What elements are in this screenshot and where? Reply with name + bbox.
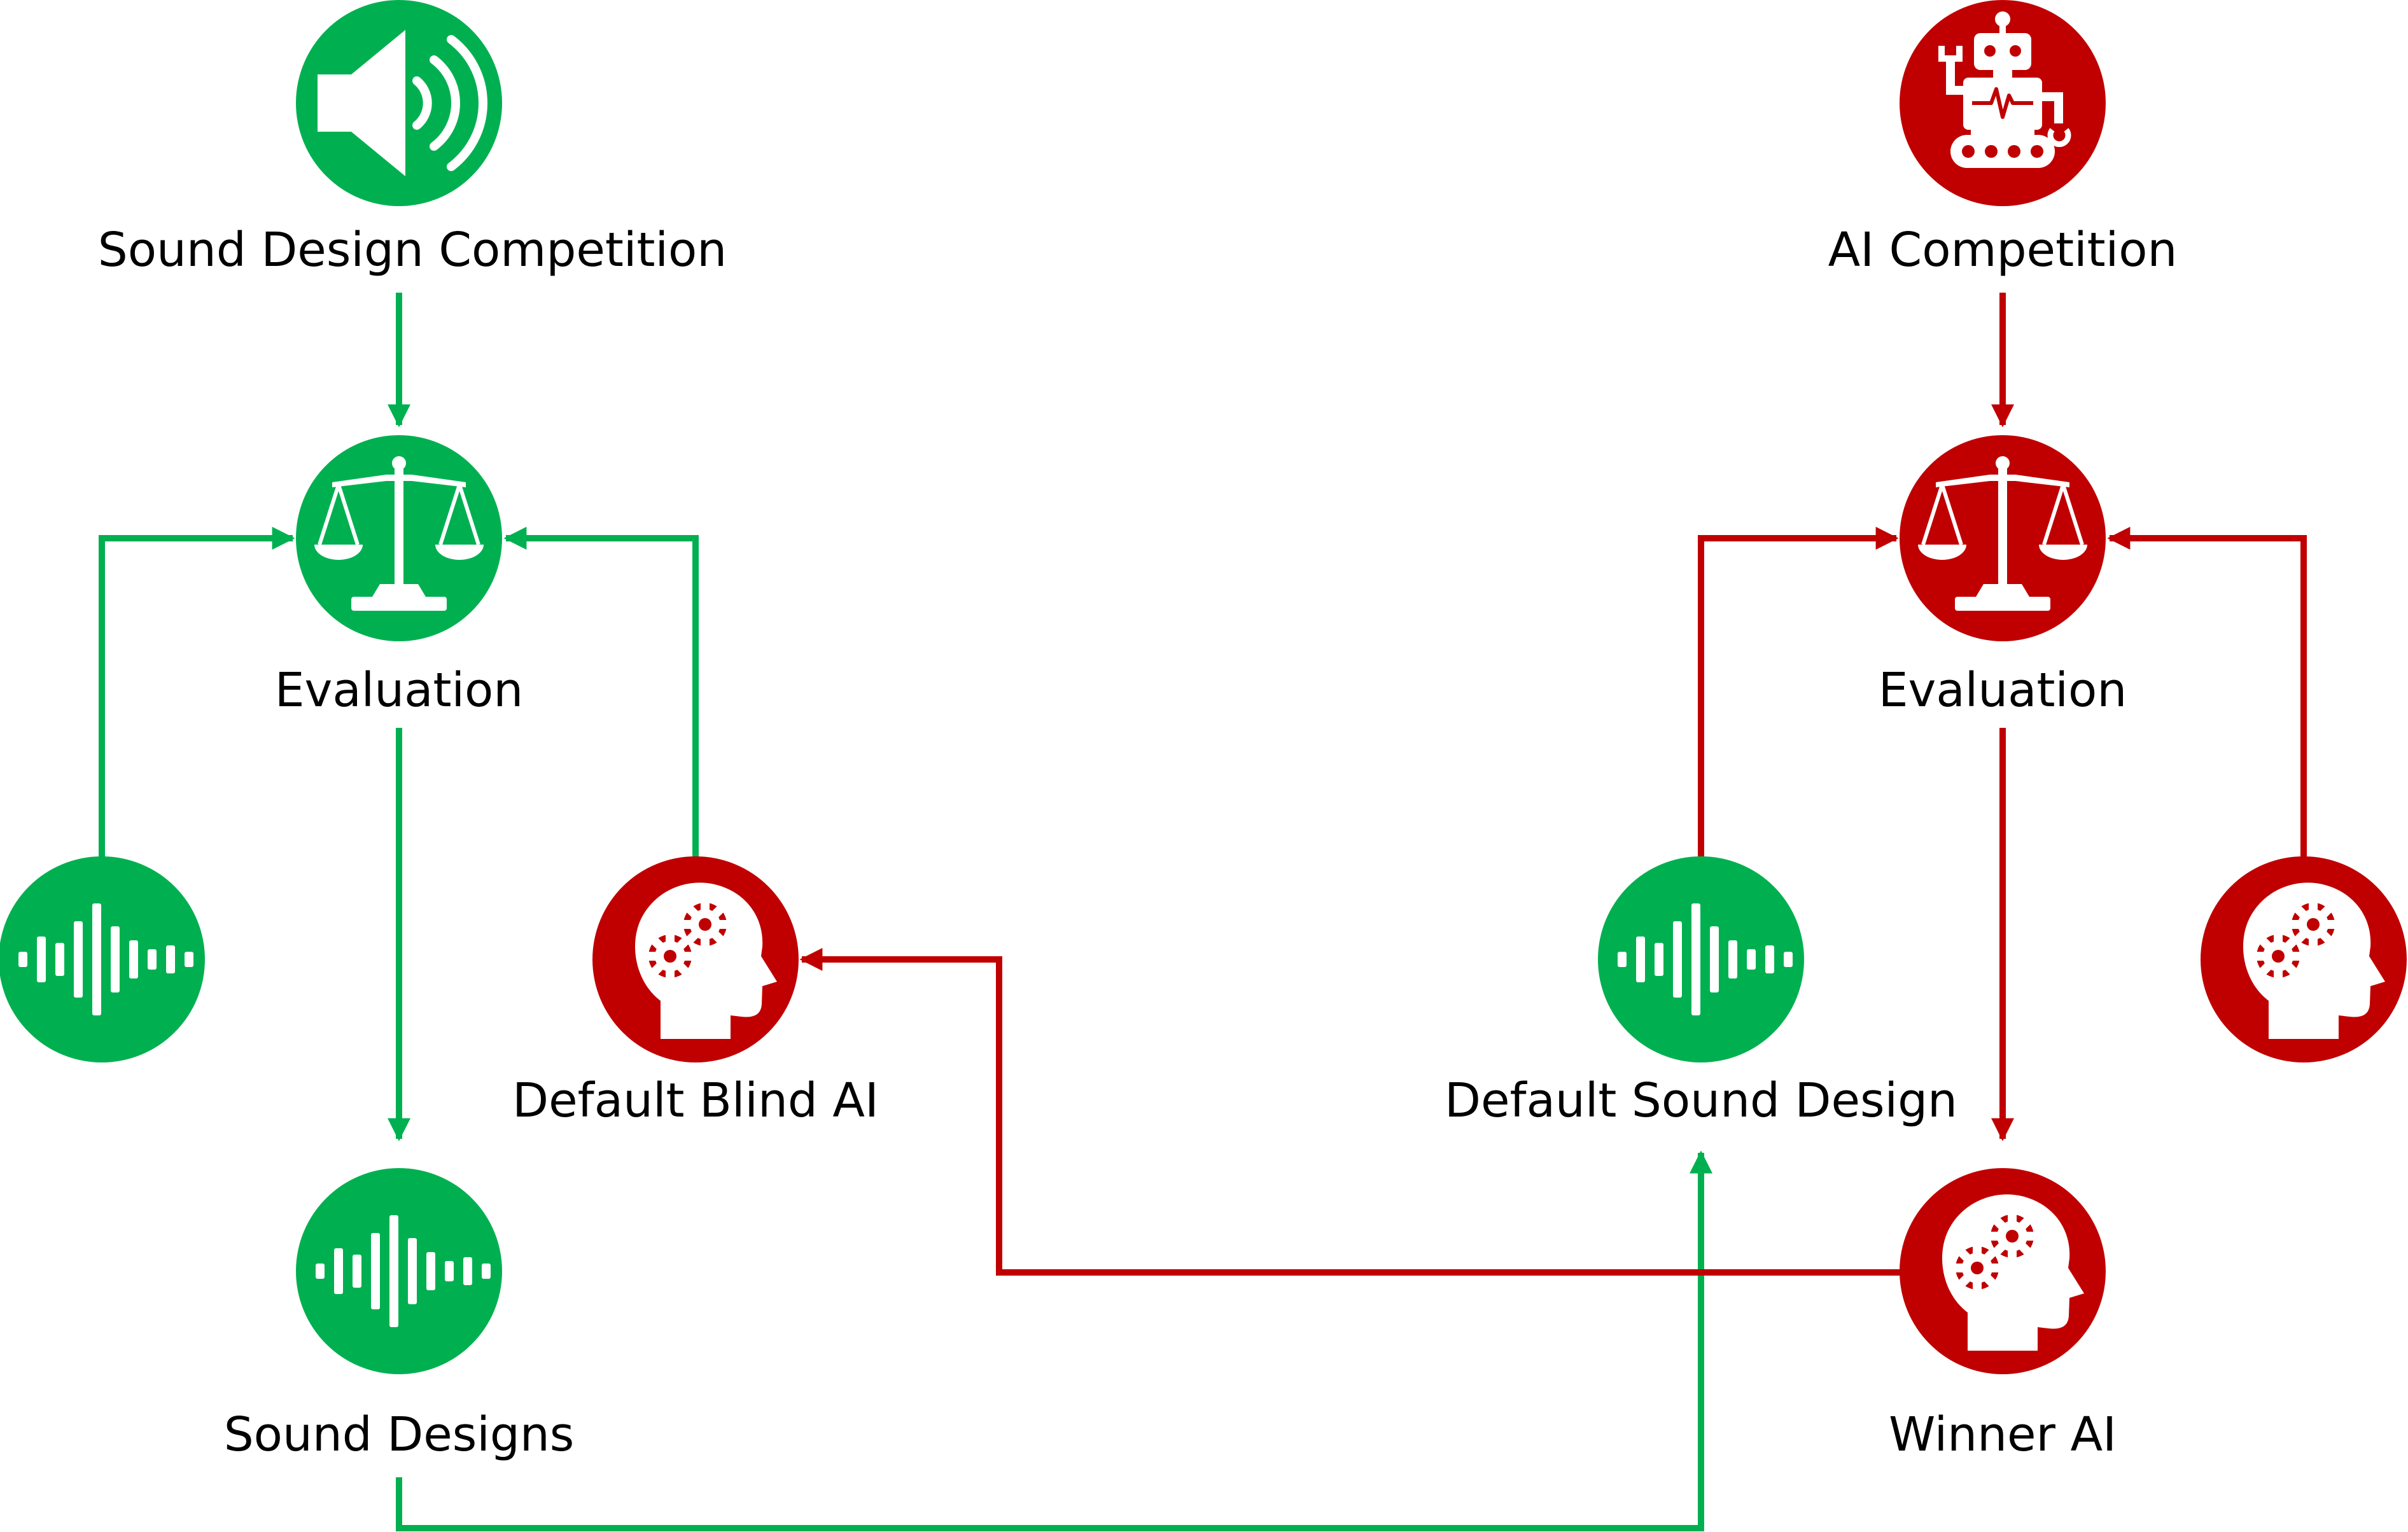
- label-winner-ai: Winner AI: [1889, 1407, 2117, 1462]
- edge-default-blind-ai-to-eval-left: [503, 527, 699, 858]
- node-sound-design-competition: [296, 0, 502, 206]
- edge-waveform-left-to-eval-left: [99, 527, 295, 858]
- node-sound-designs: [296, 1168, 502, 1374]
- label-sound-designs: Sound Designs: [224, 1407, 575, 1462]
- edge-ai-right-to-eval-right: [2107, 527, 2307, 858]
- node-default-blind-ai: [592, 856, 799, 1062]
- label-evaluation-left: Evaluation: [275, 663, 523, 718]
- waveform-circle: [296, 1168, 502, 1374]
- node-waveform-left: [0, 856, 205, 1062]
- edge-winner-ai-to-default-blind-ai: [799, 948, 1900, 1276]
- label-ai-competition: AI Competition: [1828, 223, 2178, 277]
- node-default-sound-design: [1598, 856, 1804, 1062]
- node-ai-right: [2201, 856, 2407, 1062]
- node-ai-competition: [1900, 0, 2106, 206]
- waveform-circle: [1598, 856, 1804, 1062]
- label-evaluation-right: Evaluation: [1879, 663, 2127, 718]
- node-evaluation-right: [1900, 435, 2106, 641]
- waveform-circle: [0, 856, 205, 1062]
- edge-sound-designs-to-default-sound-design: [396, 1150, 1712, 1531]
- edge-default-sound-design-to-eval-right: [1698, 527, 1899, 858]
- node-evaluation-left: [296, 435, 502, 641]
- node-winner-ai: [1900, 1168, 2106, 1374]
- label-sound-design-competition: Sound Design Competition: [98, 223, 727, 277]
- label-default-sound-design: Default Sound Design: [1445, 1073, 1957, 1128]
- label-default-blind-ai: Default Blind AI: [512, 1073, 879, 1128]
